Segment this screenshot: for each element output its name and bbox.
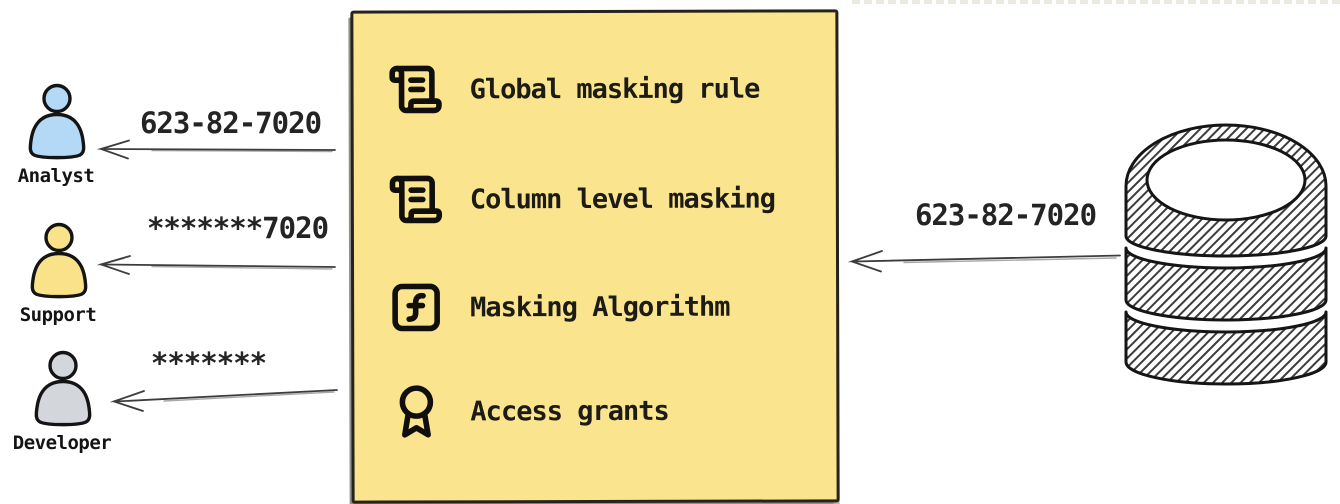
persona-analyst: Analyst (0, 83, 112, 187)
support-masked-value: *******7020 (146, 211, 329, 245)
analyst-user-icon (28, 83, 86, 160)
support-user-icon (30, 222, 88, 299)
database-icon (1124, 123, 1328, 386)
developer-user-icon (34, 350, 92, 427)
persona-label-analyst: Analyst (17, 165, 95, 187)
arrow-to-analyst (97, 139, 336, 160)
developer-masked-value: ******* (150, 346, 267, 380)
canvas-edge-dashed-line (852, 0, 1340, 4)
masking-item-column-level: Column level masking (388, 171, 775, 228)
arrow-database-to-box (848, 250, 1121, 273)
arrow-to-developer (110, 389, 338, 412)
scroll-text-icon (389, 65, 442, 114)
scroll-text-icon (389, 175, 443, 224)
analyst-masked-value: 623-82-7020 (139, 106, 322, 140)
persona-support: Support (2, 222, 114, 326)
persona-label-developer: Developer (12, 432, 112, 454)
function-square-icon (392, 283, 440, 332)
persona-label-support: Support (19, 304, 97, 326)
persona-developer: Developer (6, 350, 118, 454)
arrow-to-support (97, 255, 336, 275)
award-icon (399, 385, 434, 438)
masking-item-label: Column level masking (469, 183, 775, 215)
database-raw-value: 623-82-7020 (914, 198, 1097, 232)
masking-item-access-grants: Access grants (388, 383, 669, 440)
masking-item-label: Masking Algorithm (470, 291, 730, 323)
masking-item-label: Access grants (470, 395, 669, 427)
masking-item-algorithm: Masking Algorithm (388, 279, 730, 336)
masking-item-global-rule: Global masking rule (387, 61, 759, 118)
masking-item-label: Global masking rule (469, 73, 760, 105)
masking-rules-box: Global masking rule Column level masking… (350, 9, 840, 504)
